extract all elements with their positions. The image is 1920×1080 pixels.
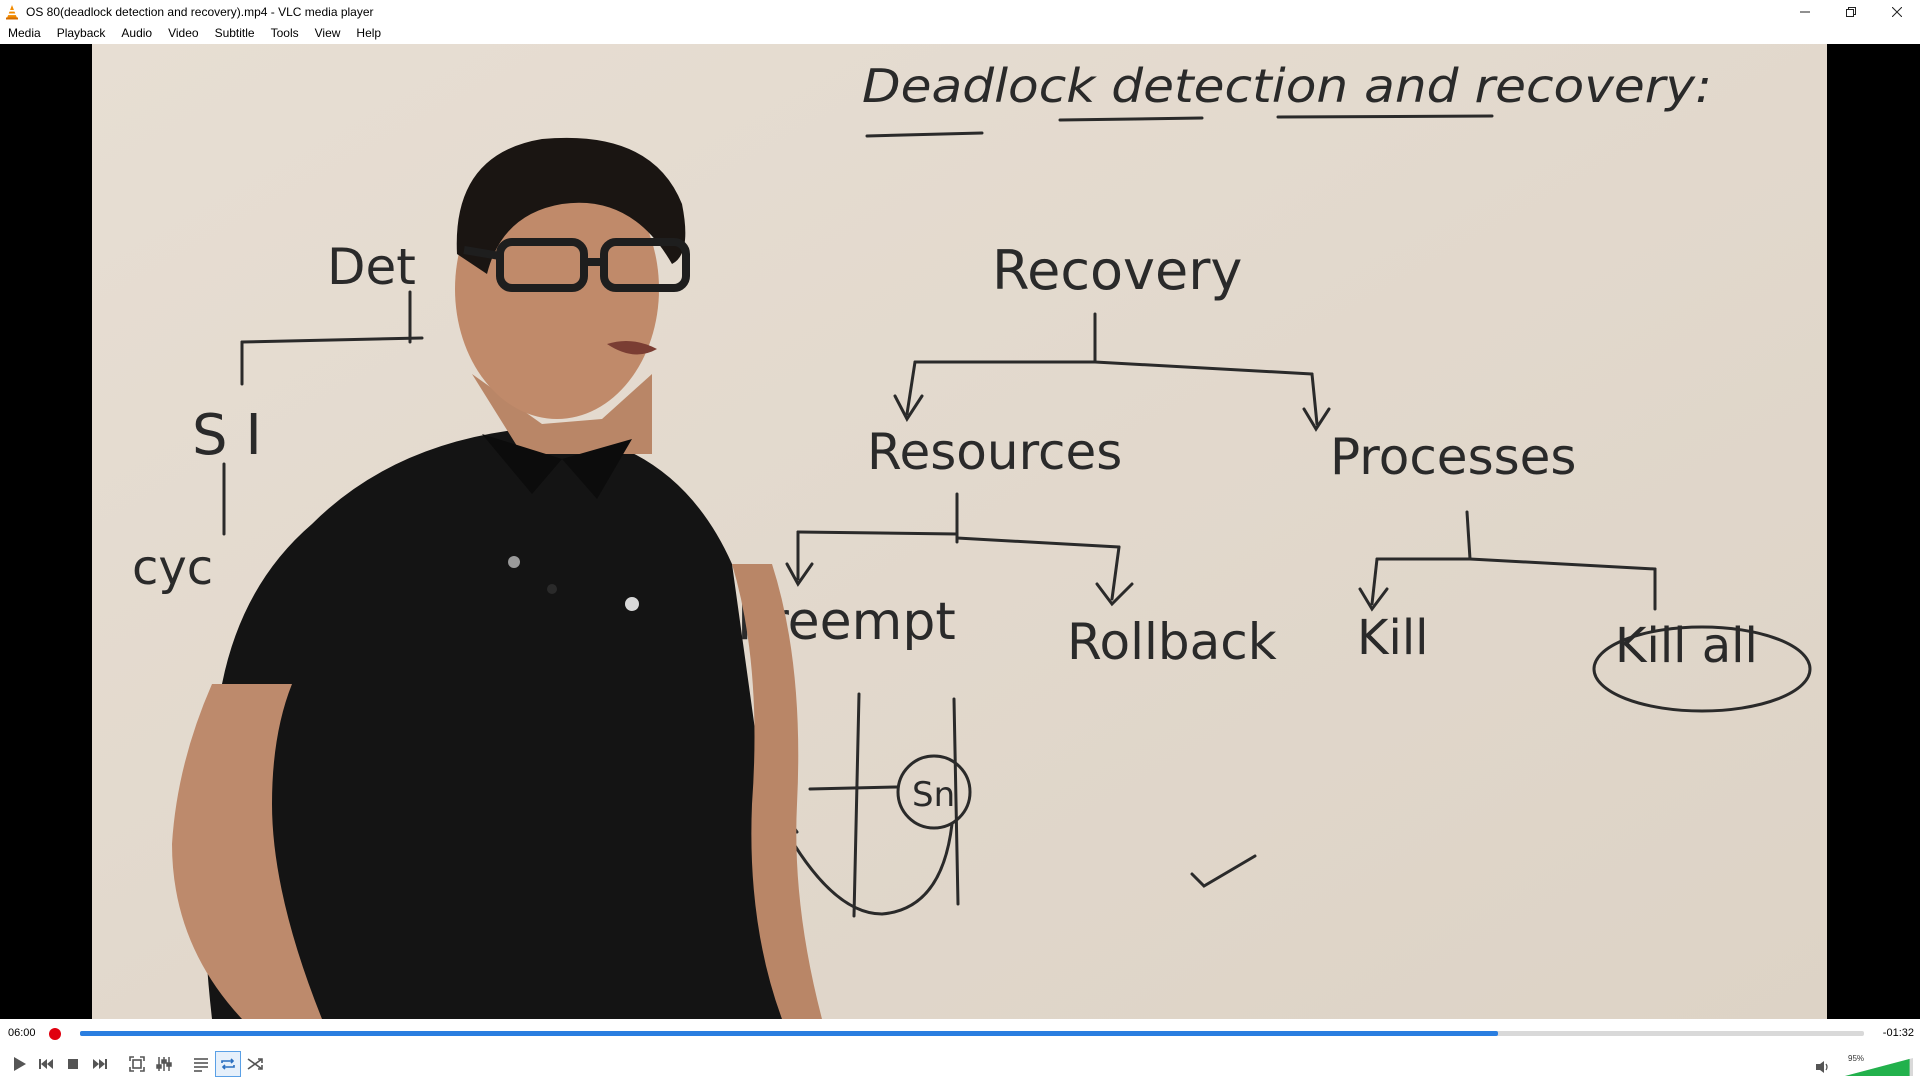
menu-view[interactable]: View <box>314 26 341 40</box>
next-button[interactable] <box>87 1051 113 1077</box>
menu-playback[interactable]: Playback <box>56 26 106 40</box>
minimize-icon <box>1800 11 1810 12</box>
menu-bar: Media Playback Audio Video Subtitle Tool… <box>0 23 1920 44</box>
stop-button[interactable] <box>60 1051 86 1077</box>
record-icon <box>49 1028 61 1040</box>
close-icon <box>1892 6 1902 17</box>
fullscreen-icon <box>129 1056 145 1072</box>
menu-help[interactable]: Help <box>356 26 382 40</box>
seek-slider[interactable] <box>80 1031 1864 1036</box>
remaining-time[interactable]: -01:32 <box>1882 1027 1914 1039</box>
extended-settings-button[interactable] <box>151 1051 177 1077</box>
volume-slider[interactable] <box>1843 1057 1915 1077</box>
shuffle-icon <box>247 1058 263 1070</box>
board-heading: Deadlock detection and recovery: <box>862 59 1712 113</box>
playlist-icon <box>194 1058 208 1072</box>
seek-progress <box>80 1031 1499 1036</box>
menu-audio[interactable]: Audio <box>121 26 153 40</box>
board-kill: Kill <box>1357 610 1428 666</box>
presenter <box>172 137 822 1019</box>
playlist-button[interactable] <box>188 1051 214 1077</box>
loop-icon <box>221 1058 235 1070</box>
restore-button[interactable] <box>1828 0 1874 23</box>
next-icon <box>93 1059 107 1069</box>
elapsed-time[interactable]: 06:00 <box>8 1027 36 1039</box>
minimize-button[interactable] <box>1782 0 1828 23</box>
window-title: OS 80(deadlock detection and recovery).m… <box>26 4 374 19</box>
menu-tools[interactable]: Tools <box>270 26 299 40</box>
board-cyc: cyc <box>132 540 213 596</box>
shuffle-button[interactable] <box>242 1051 268 1077</box>
board-recovery: Recovery <box>992 239 1242 302</box>
menu-media[interactable]: Media <box>8 26 41 40</box>
board-rollback: Rollback <box>1067 613 1277 671</box>
vlc-cone-icon <box>6 4 18 19</box>
record-button[interactable] <box>46 1025 64 1043</box>
video-area[interactable]: Deadlock detection and recovery: Det S I… <box>0 44 1920 1019</box>
previous-button[interactable] <box>33 1051 59 1077</box>
control-bar: 95% <box>0 1047 1920 1080</box>
board-det-fragment: Det <box>327 238 416 296</box>
menu-video[interactable]: Video <box>168 26 199 40</box>
loop-button[interactable] <box>215 1051 241 1077</box>
play-icon <box>14 1057 26 1071</box>
previous-icon <box>39 1059 53 1069</box>
board-processes: Processes <box>1330 428 1576 486</box>
menu-subtitle[interactable]: Subtitle <box>214 26 255 40</box>
board-resources: Resources <box>867 423 1122 481</box>
board-sn: Sn <box>912 775 955 815</box>
restore-icon <box>1846 6 1856 17</box>
video-content: Deadlock detection and recovery: Det S I… <box>92 44 1827 1019</box>
speaker-icon[interactable] <box>1814 1059 1832 1075</box>
volume-percent: 95% <box>1848 1054 1865 1063</box>
board-si: S I <box>192 403 262 468</box>
play-button[interactable] <box>6 1051 32 1077</box>
video-frame[interactable]: Deadlock detection and recovery: Det S I… <box>92 44 1827 1019</box>
title-bar: OS 80(deadlock detection and recovery).m… <box>0 0 1920 23</box>
close-button[interactable] <box>1874 0 1920 23</box>
equalizer-icon <box>156 1057 172 1071</box>
fullscreen-button[interactable] <box>124 1051 150 1077</box>
stop-icon <box>68 1059 78 1069</box>
volume-level <box>1845 1058 1910 1076</box>
seek-row: 06:00 -01:32 <box>0 1019 1920 1047</box>
